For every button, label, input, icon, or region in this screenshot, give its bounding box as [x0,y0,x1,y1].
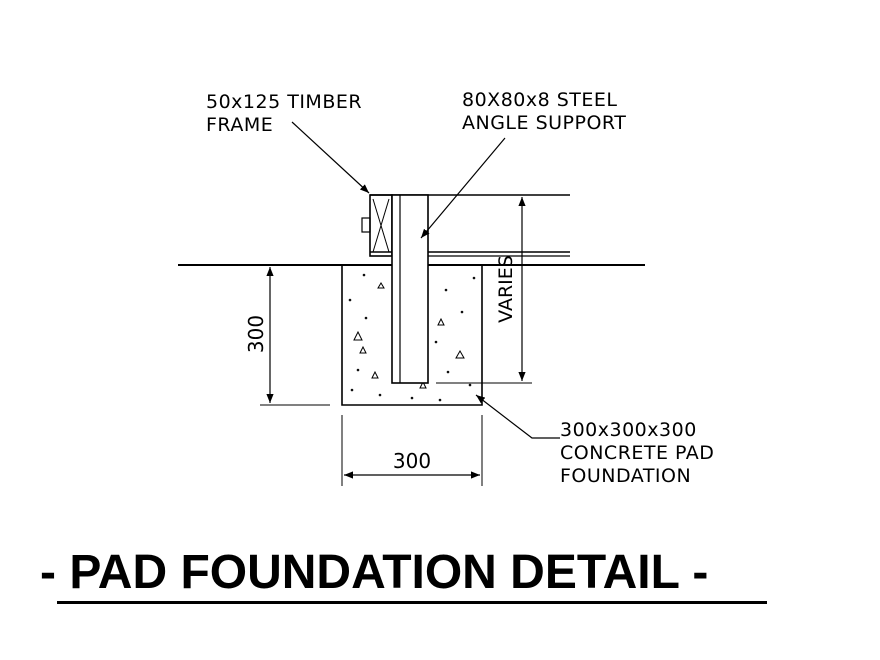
steel-angle-label: 80X80x8 STEEL ANGLE SUPPORT [462,89,626,135]
concrete-leader [475,394,560,439]
concrete-pad-label-line-3: FOUNDATION [560,465,692,487]
timber-leader [291,121,370,194]
depth-dimension-text: 300 [244,314,268,354]
width-dimension-text: 300 [392,449,432,473]
steel-leader [420,137,506,239]
timber-cross-2 [372,198,390,253]
concrete-pad-outline [341,265,483,406]
steel-angle-support [391,194,429,384]
varies-dimension-text: VARIES [495,255,517,323]
concrete-pad-label: 300x300x300 CONCRETE PAD FOUNDATION [560,419,714,488]
timber-frame-label-line-2: FRAME [206,114,274,136]
bolt-head [361,217,371,233]
title-underline [57,601,767,604]
timber-frame-label-line-1: 50x125 TIMBER [206,91,363,113]
concrete-hatch [348,273,476,402]
steel-angle-label-line-2: ANGLE SUPPORT [462,112,627,134]
timber-frame-label: 50x125 TIMBER FRAME [206,91,362,137]
concrete-pad-label-line-2: CONCRETE PAD [560,442,715,464]
concrete-pad-label-line-1: 300x300x300 [560,419,697,441]
drawing-title: - PAD FOUNDATION DETAIL - [40,546,709,599]
steel-angle-label-line-1: 80X80x8 STEEL [462,89,618,111]
